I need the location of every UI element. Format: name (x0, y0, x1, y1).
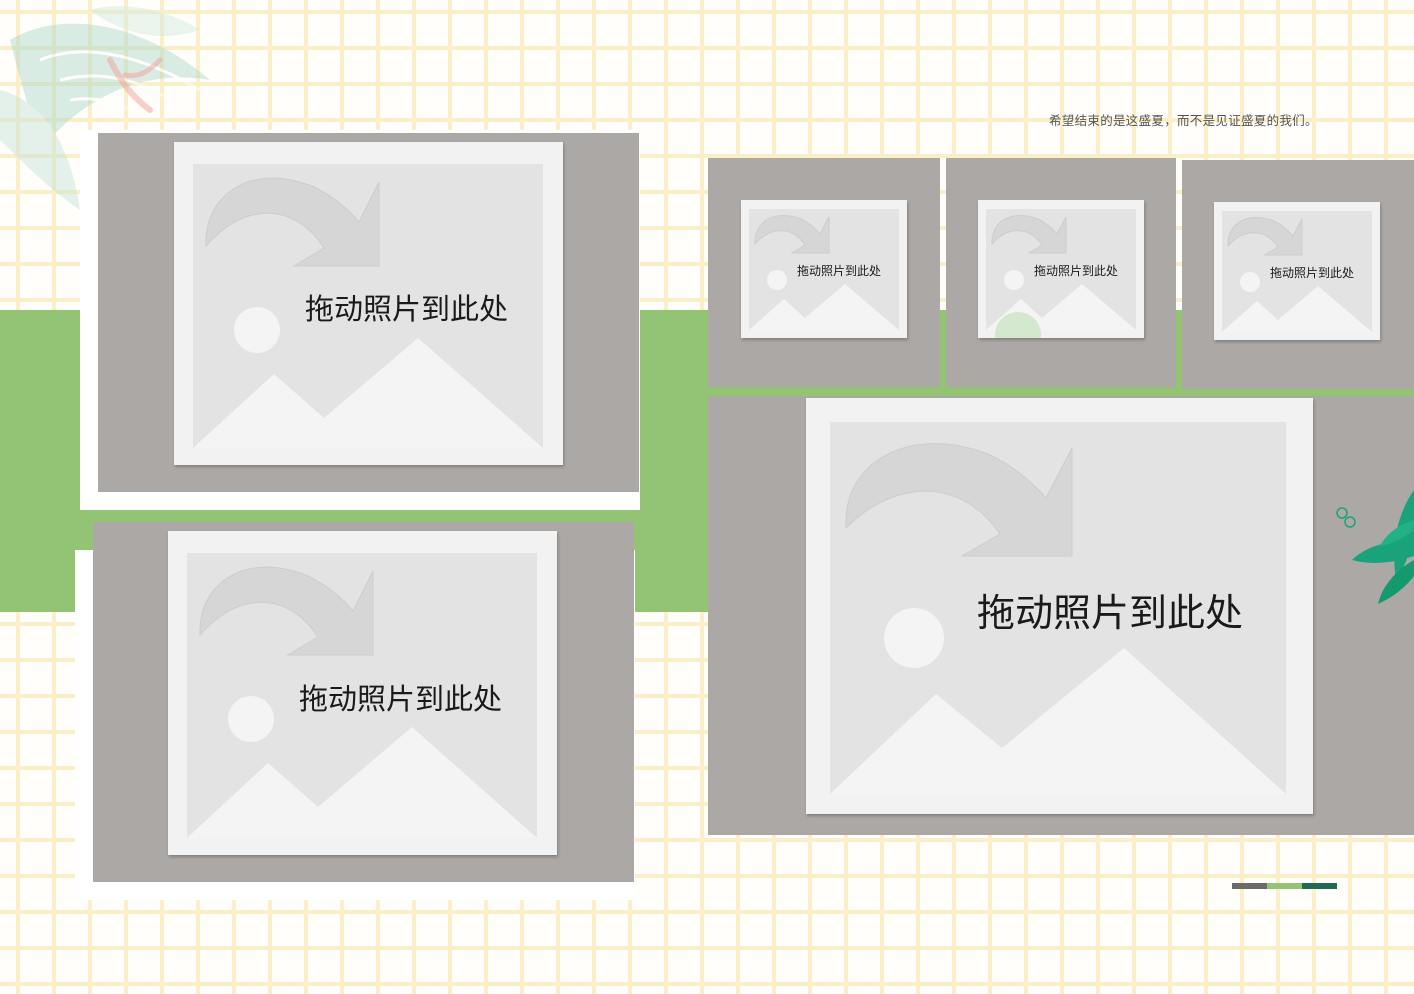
placeholder-image-icon (749, 209, 899, 330)
drag-arrow-icon (199, 566, 374, 656)
drag-arrow-icon (205, 177, 380, 267)
leaf-decoration-top-left (0, 6, 210, 210)
photo-frame: 拖动照片到此处 (946, 158, 1176, 387)
slot-label: 拖动照片到此处 (305, 292, 509, 326)
slot-label: 拖动照片到此处 (299, 682, 503, 716)
accent-bar-gray (1232, 883, 1267, 889)
accent-bar-green (1267, 883, 1302, 889)
photo-frame: 拖动照片到此处 (1182, 160, 1414, 389)
photo-slot[interactable]: 拖动照片到此处 (1214, 202, 1380, 340)
photo-slot[interactable]: 拖动照片到此处 (741, 200, 907, 338)
drag-arrow-icon (754, 214, 830, 254)
photo-slot[interactable]: 拖动照片到此处 (168, 531, 557, 855)
placeholder-image-icon (193, 164, 543, 448)
photo-frame: 拖动照片到此处 (708, 158, 940, 387)
placeholder-image-icon (187, 553, 537, 838)
slot-label: 拖动照片到此处 (797, 264, 882, 278)
slot-label: 拖动照片到此处 (977, 591, 1244, 635)
drag-arrow-icon (991, 214, 1067, 254)
drag-arrow-icon (845, 443, 1073, 557)
photo-frame: 拖动照片到此处 (93, 522, 634, 882)
bubble-decoration (1336, 507, 1348, 519)
slot-label: 拖动照片到此处 (1034, 264, 1119, 278)
photo-frame: 拖动照片到此处 (708, 396, 1414, 835)
drag-arrow-icon (1227, 216, 1303, 256)
bubble-decoration (1344, 516, 1356, 528)
photo-slot[interactable]: 拖动照片到此处 (174, 142, 563, 465)
accent-bars (1232, 883, 1337, 889)
photo-slot[interactable]: 拖动照片到此处 (806, 398, 1313, 814)
leaf-decoration-right (1336, 490, 1414, 604)
photo-slot[interactable]: 拖动照片到此处 (978, 200, 1144, 338)
quote-text: 希望结束的是这盛夏，而不是见证盛夏的我们。 (1049, 113, 1318, 128)
photo-frame: 拖动照片到此处 (98, 133, 639, 492)
placeholder-image-icon (986, 209, 1136, 338)
accent-bar-dark-green (1302, 883, 1337, 889)
placeholder-image-icon (1222, 211, 1372, 332)
bubble-decoration (995, 312, 1041, 338)
placeholder-image-icon (830, 422, 1286, 794)
slot-label: 拖动照片到此处 (1270, 266, 1355, 280)
